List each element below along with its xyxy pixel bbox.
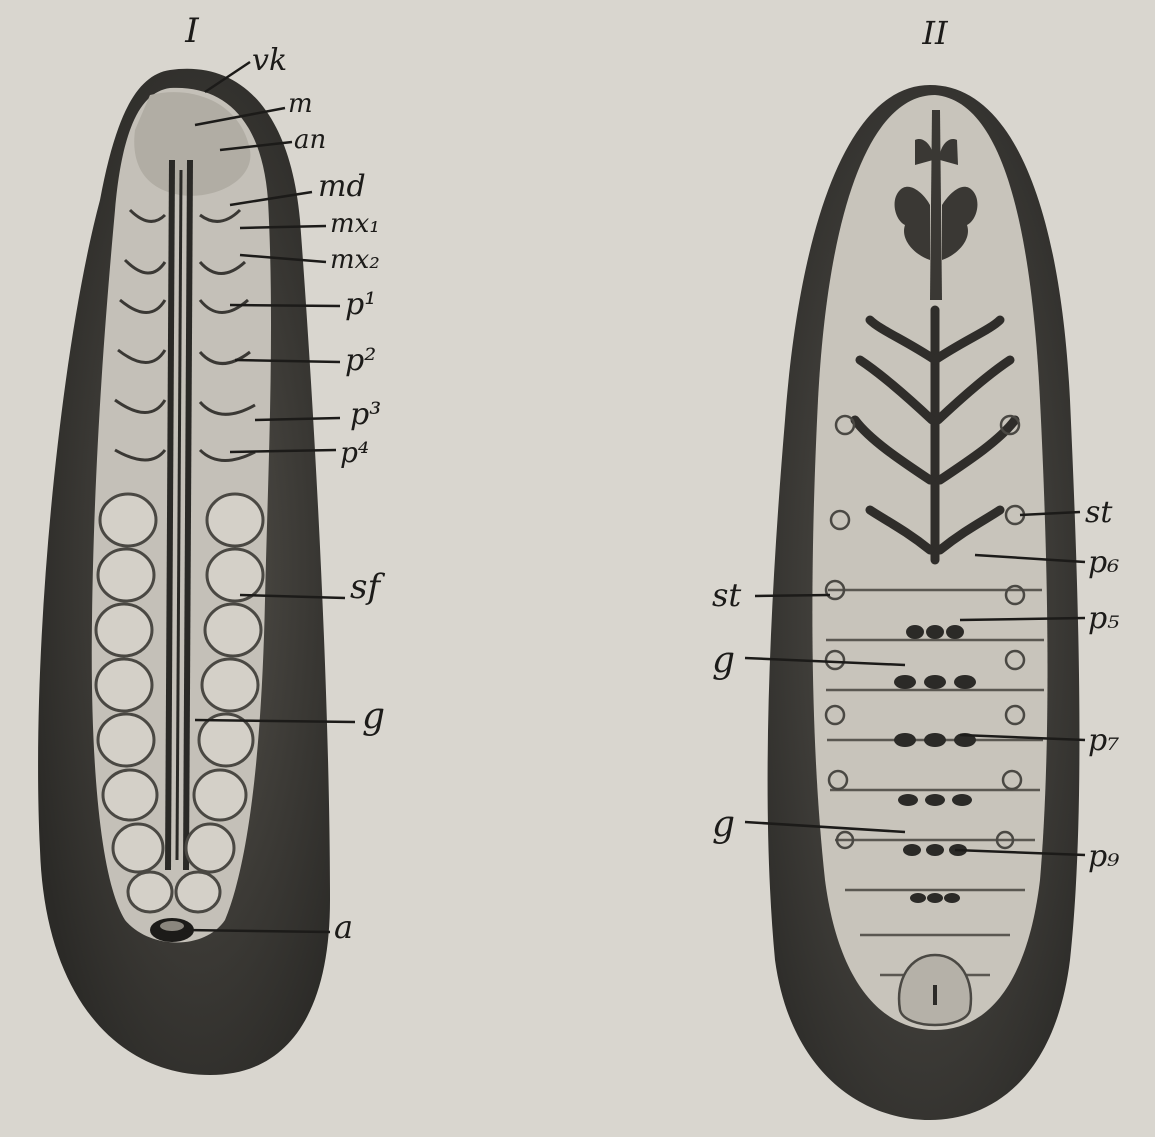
label-sf: sf: [350, 567, 385, 607]
label-p1: p¹: [345, 287, 376, 322]
label-p5: p₅: [1088, 601, 1119, 636]
label-p6: p₆: [1088, 545, 1119, 580]
label-p4: p⁴: [340, 436, 369, 469]
ventral-cord-I: [168, 160, 190, 870]
anus-rim-I: [160, 921, 184, 931]
label-p2: p²: [345, 343, 376, 378]
figure-numeral-I: I: [184, 11, 199, 51]
label-m: m: [288, 89, 313, 119]
label-st-left: st: [712, 576, 741, 614]
label-p7: p₇: [1088, 723, 1119, 758]
label-g: g: [362, 696, 385, 737]
label-mx1: mx₁: [330, 209, 380, 239]
label-vk: vk: [252, 43, 287, 78]
label-g2: g: [712, 804, 735, 845]
label-a: a: [334, 908, 353, 946]
label-p3: p³: [350, 397, 381, 432]
figure-numeral-II: II: [921, 14, 949, 52]
label-md: md: [318, 169, 366, 204]
label-g1: g: [712, 640, 735, 681]
label-st-right: st: [1085, 495, 1113, 530]
figure-I: I: [38, 11, 385, 1075]
label-an: an: [294, 125, 326, 155]
figure-II: II: [712, 14, 1119, 1120]
label-p9: p₉: [1088, 839, 1119, 874]
label-mx2: mx₂: [330, 245, 380, 275]
